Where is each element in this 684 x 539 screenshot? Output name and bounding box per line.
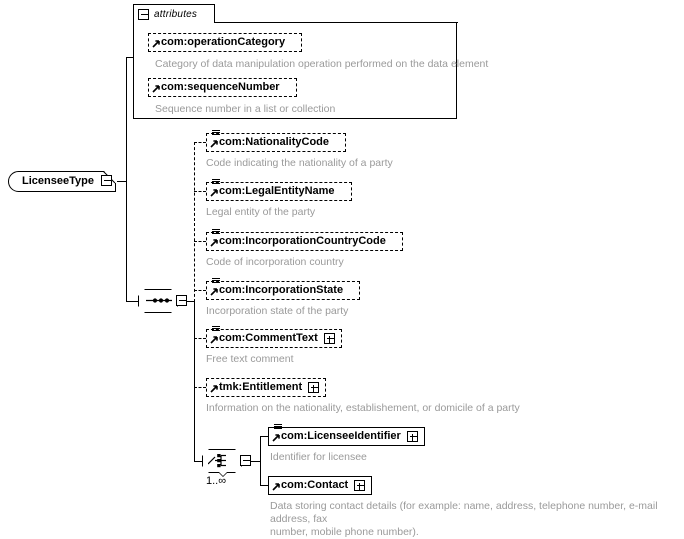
element-list-arrow-icon <box>210 278 220 297</box>
list-lines-icon <box>212 179 220 186</box>
node-contact[interactable]: com:Contact <box>268 476 375 499</box>
element-list-arrow-icon <box>210 179 220 198</box>
element-box-commenttext[interactable]: com:CommentText <box>206 326 344 352</box>
element-box-incorporationstate[interactable]: com:IncorporationState <box>206 278 363 304</box>
element-description: Legal entity of the party <box>206 206 316 218</box>
node-commenttext[interactable]: com:CommentText <box>206 326 344 352</box>
attributes-tab-label: attributes <box>154 8 198 20</box>
choice-collapse-icon[interactable] <box>240 455 251 466</box>
connector-stub-incorporationcountrycode <box>194 241 206 242</box>
root-collapse-icon[interactable] <box>101 175 112 186</box>
element-description: Data storing contact details (for exampl… <box>270 500 658 538</box>
node-sequencenumber[interactable]: com:sequenceNumber <box>148 78 299 101</box>
element-description: Free text comment <box>206 353 294 365</box>
node-incorporationcountrycode[interactable]: com:IncorporationCountryCode <box>206 229 405 255</box>
attribute-arrow-icon <box>152 81 161 94</box>
element-expand-icon[interactable] <box>323 333 335 344</box>
element-box-entitlement[interactable]: tmk:Entitlement <box>206 378 329 401</box>
element-description: Code indicating the nationality of a par… <box>206 157 393 169</box>
list-lines-icon <box>212 326 220 333</box>
element-expand-icon[interactable] <box>406 431 418 442</box>
connector-stub-licenseeidentifier <box>260 436 268 437</box>
node-operationcategory[interactable]: com:operationCategory <box>148 33 305 56</box>
attribute-box-sequencenumber[interactable]: com:sequenceNumber <box>148 78 299 101</box>
element-label: com:Contact <box>281 479 349 491</box>
node-nationalitycode[interactable]: com:NationalityCode <box>206 130 349 156</box>
element-expand-icon[interactable] <box>354 480 366 491</box>
element-label: com:NationalityCode <box>219 136 330 148</box>
root-type-label: LicenseeType <box>22 175 94 187</box>
node-licenseeidentifier[interactable]: com:LicenseeIdentifier <box>268 424 427 450</box>
attributes-panel-top-border <box>215 22 458 23</box>
element-list-arrow-icon <box>210 229 220 248</box>
element-arrow-icon <box>210 381 219 394</box>
element-box-incorporationcountrycode[interactable]: com:IncorporationCountryCode <box>206 229 405 255</box>
element-label: com:LicenseeIdentifier <box>281 430 401 442</box>
node-entitlement[interactable]: tmk:Entitlement <box>206 378 329 401</box>
connector-sequence-out <box>186 301 194 302</box>
node-incorporationstate[interactable]: com:IncorporationState <box>206 278 363 304</box>
list-lines-icon <box>212 278 220 285</box>
element-label: com:IncorporationCountryCode <box>219 235 386 247</box>
sequence-collapse-icon[interactable] <box>176 295 187 306</box>
element-expand-icon[interactable] <box>308 382 320 393</box>
element-label: tmk:Entitlement <box>219 381 303 393</box>
element-description: Incorporation state of the party <box>206 305 349 317</box>
element-label: com:LegalEntityName <box>219 185 335 197</box>
element-label: com:CommentText <box>219 332 318 344</box>
connector-stub-entitlement <box>194 387 206 388</box>
element-list-arrow-icon <box>210 130 220 149</box>
connector-trunk-down <box>126 181 127 302</box>
connector-stub-nationalitycode <box>194 142 206 143</box>
list-lines-icon <box>212 130 220 137</box>
connector-choice-out <box>250 461 260 462</box>
choice-occurrence-marker-inner <box>219 472 227 476</box>
attribute-label: com:operationCategory <box>161 36 286 48</box>
connector-stub-commenttext <box>194 338 206 339</box>
connector-root-out <box>116 181 126 182</box>
attribute-box-operationcategory[interactable]: com:operationCategory <box>148 33 305 56</box>
element-label: com:IncorporationState <box>219 284 344 296</box>
list-lines-icon <box>212 229 220 236</box>
attribute-arrow-icon <box>152 36 161 49</box>
element-box-contact[interactable]: com:Contact <box>268 476 375 499</box>
element-list-arrow-icon <box>210 326 220 345</box>
connector-stub-contact <box>260 485 268 486</box>
choice-branch-icon <box>208 454 226 468</box>
attribute-description: Category of data manipulation operation … <box>155 58 489 70</box>
connector-to-choice <box>194 461 202 462</box>
element-box-legalentityname[interactable]: com:LegalEntityName <box>206 179 354 205</box>
element-description: Identifier for licensee <box>270 451 367 463</box>
attributes-tab[interactable]: attributes <box>133 4 215 23</box>
attribute-description: Sequence number in a list or collection <box>155 103 336 115</box>
schema-diagram-canvas: attributes com:operationCategory Categor… <box>8 4 658 538</box>
node-legalentityname[interactable]: com:LegalEntityName <box>206 179 354 205</box>
connector-to-sequence <box>126 301 138 302</box>
connector-stub-incorporationstate <box>194 290 206 291</box>
element-list-arrow-icon <box>272 424 282 443</box>
sequence-compositor[interactable] <box>138 289 187 317</box>
connector-choice-bus <box>260 436 261 486</box>
connector-sequence-bus-solid <box>194 301 195 461</box>
connector-sequence-bus-dashed <box>194 142 195 302</box>
element-arrow-icon <box>272 479 281 492</box>
connector-to-attributes <box>126 57 134 58</box>
attribute-label: com:sequenceNumber <box>161 81 280 93</box>
connector-stub-legalentityname <box>194 191 206 192</box>
list-lines-icon <box>274 424 282 431</box>
element-description: Code of incorporation country <box>206 256 344 268</box>
attributes-collapse-icon[interactable] <box>138 8 149 20</box>
connector-trunk-up <box>126 57 127 182</box>
choice-occurrence-label: 1..∞ <box>206 475 227 487</box>
element-box-licenseeidentifier[interactable]: com:LicenseeIdentifier <box>268 424 427 450</box>
root-shadow <box>14 192 122 195</box>
choice-compositor[interactable]: 1..∞ <box>202 449 251 487</box>
sequence-dots-icon <box>146 298 172 303</box>
element-box-nationalitycode[interactable]: com:NationalityCode <box>206 130 349 156</box>
element-description: Information on the nationality, establis… <box>206 402 520 414</box>
root-type-node[interactable]: LicenseeType <box>8 170 122 195</box>
